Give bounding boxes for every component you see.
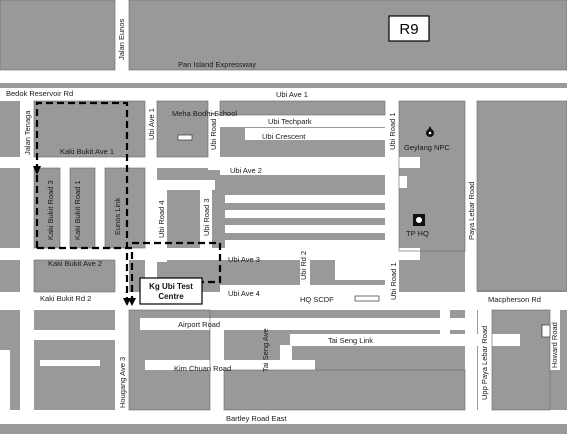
label-ubi-ave-1-vertical: Ubi Ave 1 [147,108,156,140]
label-kim-chuan-road: Kim Chuan Road [174,364,231,373]
label-ubi-ave-1: Ubi Ave 1 [276,90,308,99]
label-ubi-ave-2: Ubi Ave 2 [230,166,262,175]
label-ubi-road-1-top: Ubi Road 1 [388,112,397,150]
test-centre-label-2: Centre [158,292,184,301]
label-hougang-ave-3: Hougang Ave 3 [118,357,127,408]
road-network [0,0,567,424]
meha-bodhi-school-building [177,134,193,141]
route-arrow-icon [33,166,41,175]
block-outlines [0,0,567,411]
label-geylang-npc: Geylang NPC [404,143,450,152]
label-howard-road: Howard Road [550,322,559,368]
label-tai-seng-link: Tai Seng Link [328,336,373,345]
label-tai-seng-ave: Tai Seng Ave [261,328,270,372]
label-hq-scdf: HQ SCDF [300,295,334,304]
route-arrow-icon [123,298,131,306]
test-centre-box[interactable] [139,277,203,305]
label-ubi-techpark: Ubi Techpark [268,117,312,126]
label-upp-paya-lebar-road: Upp Paya Lebar Road [480,326,489,400]
label-kaki-bukit-rd-2: Kaki Bukit Rd 2 [40,294,91,303]
label-kaki-bukit-road-1: Kaki Bukit Road 1 [73,180,82,240]
label-airport-road: Airport Road [178,320,220,329]
r9-badge-text: R9 [399,21,418,38]
driving-route [35,101,222,302]
r9-badge [388,15,430,42]
police-icon [426,126,434,137]
label-jalan-tenaga: Jalan Tenaga [23,110,32,155]
label-paya-lebar-road: Paya Lebar Road [467,182,476,240]
label-ubi-road-4: Ubi Road 4 [157,200,166,238]
label-bartley-road-east: Bartley Road East [226,414,287,423]
label-ubi-road-3-top: Ubi Road 3 [209,112,218,150]
label-ubi-rd-2: Ubi Rd 2 [299,251,308,280]
label-pie: Pan Island Expressway [178,60,256,69]
label-jalan-eunos: Jalan Eunos [117,18,126,60]
label-ubi-ave-3: Ubi Ave 3 [228,255,260,264]
label-kaki-bukit-ave-2: Kaki Bukit Ave 2 [48,259,102,268]
label-tp-hq: TP HQ [406,229,429,238]
label-eunos-link: Eunos Link [113,198,122,235]
label-ubi-crescent: Ubi Crescent [262,132,306,141]
label-kaki-bukit-road-3: Kaki Bukit Road 3 [46,180,55,240]
label-bedok-reservoir-rd: Bedok Reservoir Rd [6,89,73,98]
label-ubi-road-3-mid: Ubi Road 3 [202,198,211,236]
label-meha-bodhi-school: Meha Bodhi School [172,109,237,118]
test-centre-label-1: Kg Ubi Test [149,282,193,291]
hq-scdf-building [354,295,380,302]
label-kaki-bukit-ave-1: Kaki Bukit Ave 1 [60,147,114,156]
fire-station-icon [413,214,425,226]
label-ubi-road-1-bottom: Ubi Road 1 [389,262,398,300]
label-macpherson-rd: Macpherson Rd [488,295,541,304]
label-ubi-ave-4: Ubi Ave 4 [228,289,260,298]
howard-road-building [541,324,551,338]
